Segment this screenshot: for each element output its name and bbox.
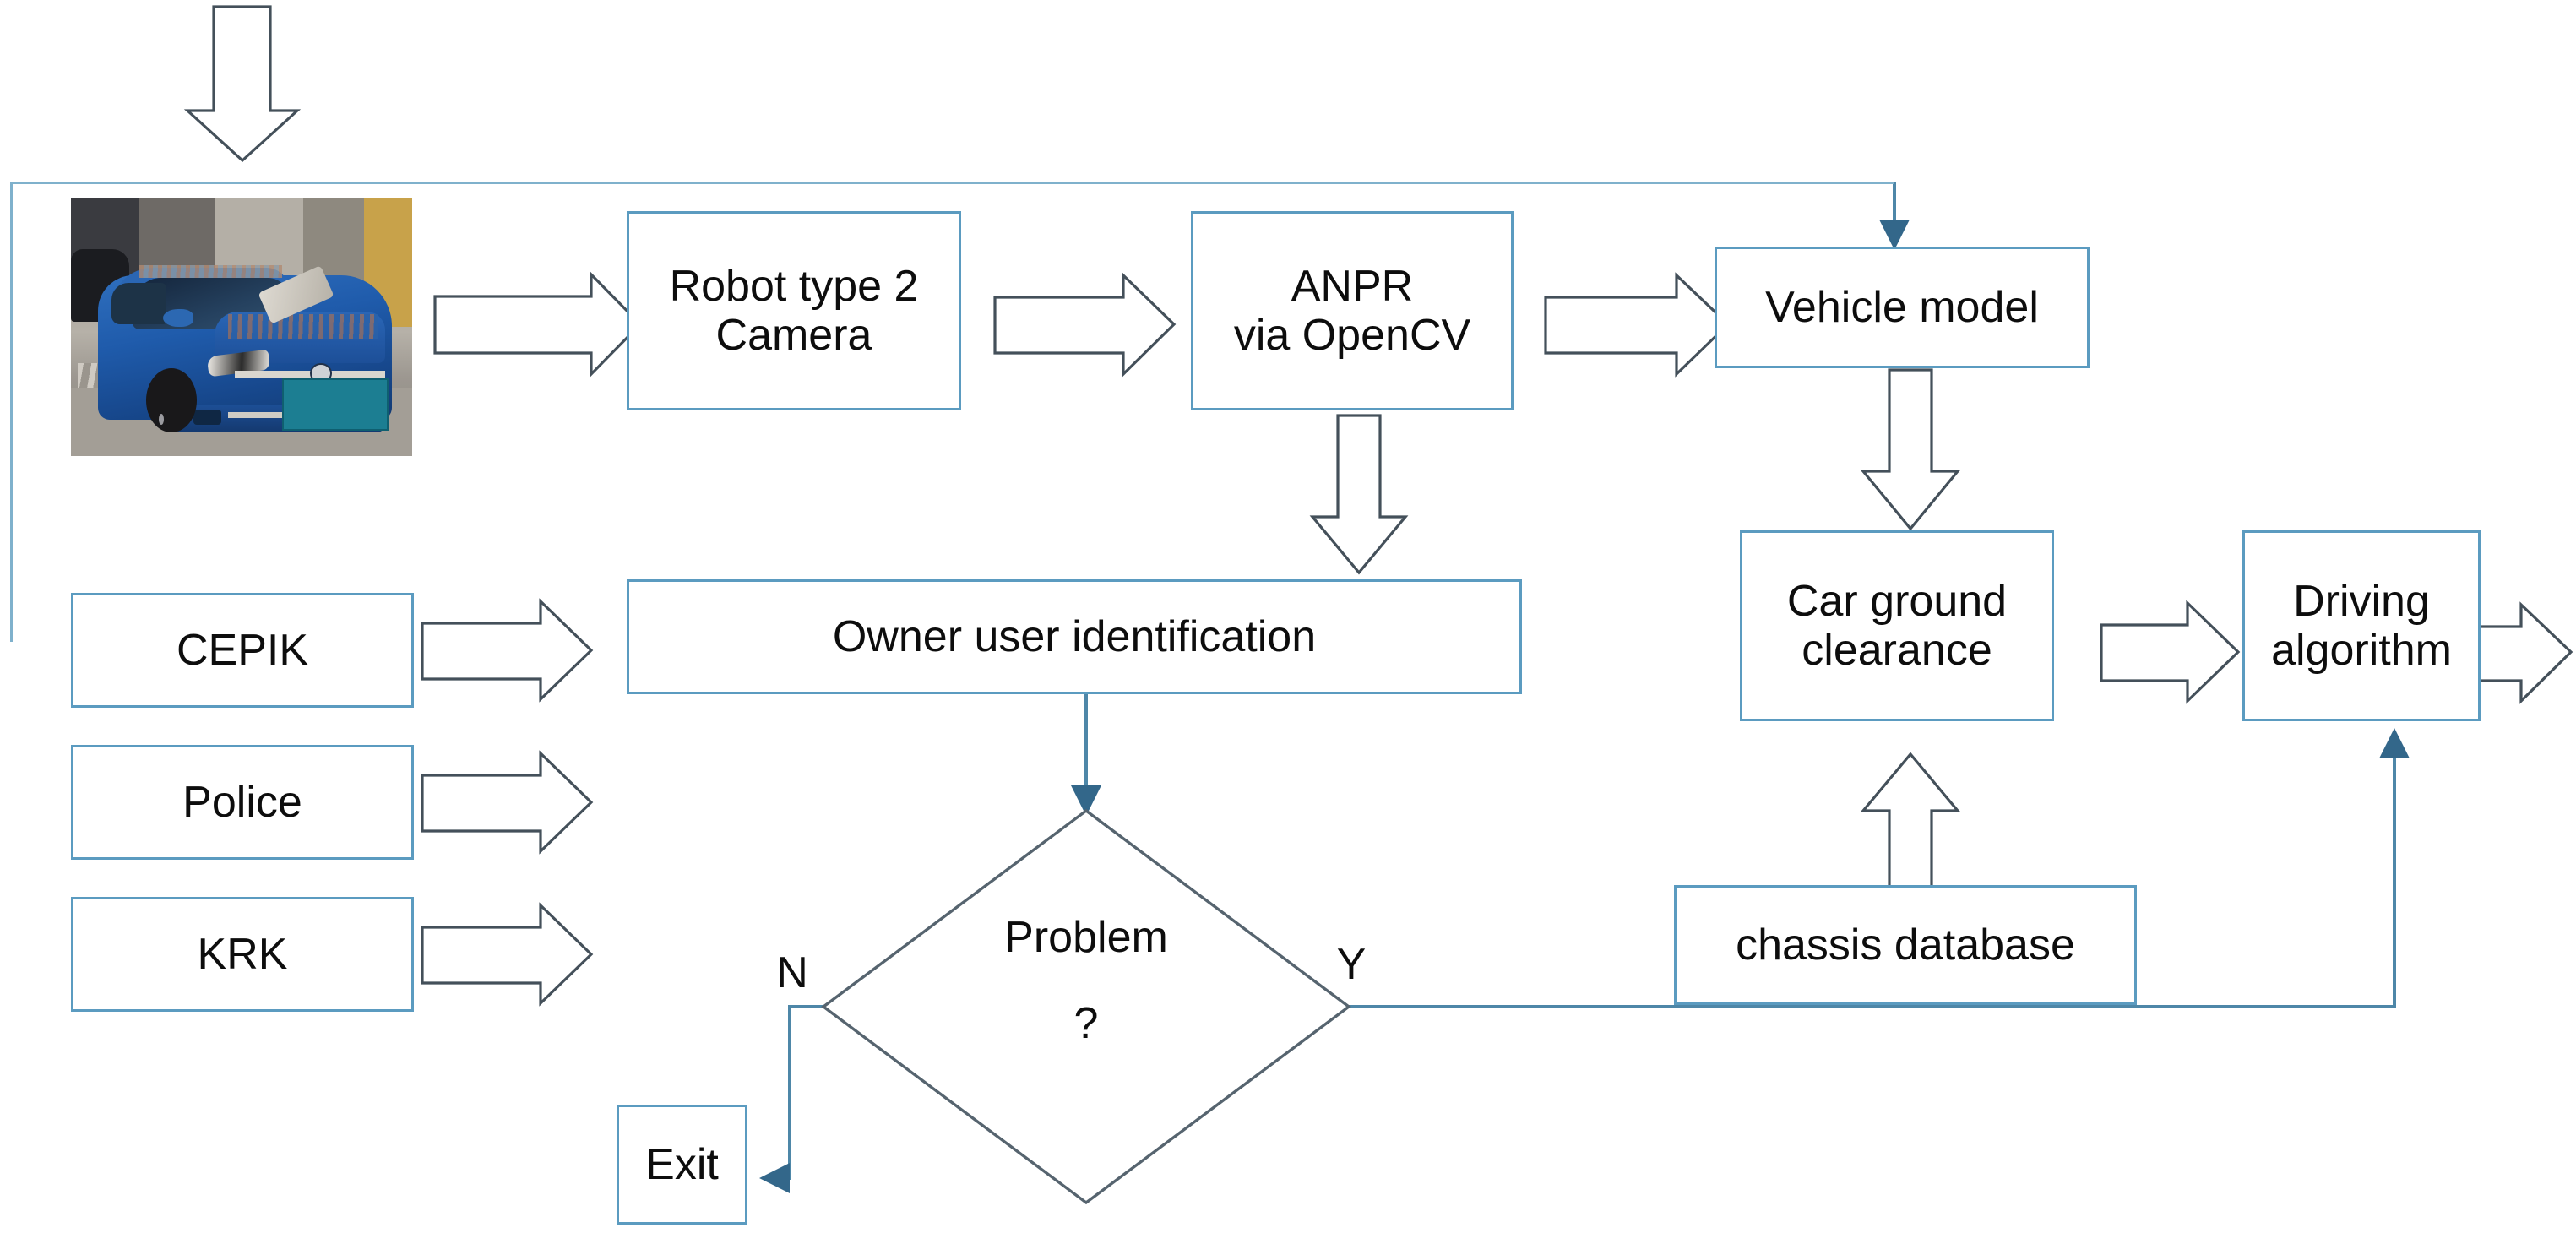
car-ground-clearance-line-1: Car ground xyxy=(1786,576,2008,626)
problem-question-mark: ? xyxy=(1073,999,1099,1048)
problem-decision-label-line-2: ? xyxy=(1074,998,1099,1049)
block-arrow-driving-to-output xyxy=(2478,601,2573,704)
car-hood-markings xyxy=(227,313,378,340)
problem-decision-label-line-1: Problem xyxy=(1004,912,1168,963)
block-arrow-input-to-photo xyxy=(183,5,302,163)
block-arrow-krk-to-owner xyxy=(421,902,594,1007)
node-chassis-database[interactable]: chassis database xyxy=(1674,885,2137,1005)
car-side-mirror xyxy=(163,308,194,327)
block-arrow-anpr-to-vehicle-model xyxy=(1544,272,1731,378)
node-robot-camera[interactable]: Robot type 2 Camera xyxy=(627,211,961,410)
car-fog-light xyxy=(193,409,221,426)
node-krk[interactable]: KRK xyxy=(71,897,414,1012)
car-front-rim xyxy=(158,413,164,425)
feedback-frame xyxy=(10,182,1894,642)
block-arrow-cepik-to-owner xyxy=(421,598,594,703)
block-arrow-robot-to-anpr xyxy=(993,272,1177,378)
node-driving-algorithm[interactable]: Driving algorithm xyxy=(2242,530,2481,721)
exit-line-1: Exit xyxy=(645,1139,719,1189)
anpr-line-2: via OpenCV xyxy=(1233,311,1471,360)
block-arrow-photo-to-robot xyxy=(433,271,643,378)
driving-algorithm-line-2: algorithm xyxy=(2271,626,2452,675)
owner-user-identification-line-1: Owner user identification xyxy=(832,611,1317,661)
line-problem-no-to-exit xyxy=(759,1005,823,1193)
robot-camera-line-2: Camera xyxy=(715,311,872,360)
car-front-wheel xyxy=(145,367,198,433)
chassis-database-line-1: chassis database xyxy=(1736,920,2075,970)
car-ground-clearance-line-2: clearance xyxy=(1802,626,1992,675)
car-side-window xyxy=(111,282,167,324)
node-car-ground-clearance[interactable]: Car ground clearance xyxy=(1740,530,2054,721)
block-arrow-anpr-to-owner xyxy=(1309,414,1409,575)
edge-label-yes: Y xyxy=(1337,939,1367,990)
problem-decision-shape xyxy=(821,808,1351,1205)
edge-label-yes-text: Y xyxy=(1336,940,1367,989)
block-arrow-clearance-to-driving xyxy=(2100,600,2241,704)
problem-text: Problem xyxy=(1004,913,1168,962)
block-arrow-police-to-owner xyxy=(421,750,594,855)
anpr-line-1: ANPR xyxy=(1291,261,1414,311)
edge-label-no-text: N xyxy=(776,948,808,997)
node-exit[interactable]: Exit xyxy=(617,1105,747,1225)
robot-camera-line-1: Robot type 2 xyxy=(669,261,919,311)
driving-algorithm-line-1: Driving xyxy=(2293,576,2430,626)
edge-label-no: N xyxy=(776,948,808,998)
node-cepik[interactable]: CEPIK xyxy=(71,593,414,708)
line-problem-yes-to-driving xyxy=(1349,728,2410,1008)
license-plate-redaction xyxy=(282,378,389,432)
krk-line-1: KRK xyxy=(197,929,288,979)
node-police[interactable]: Police xyxy=(71,745,414,860)
cepik-line-1: CEPIK xyxy=(176,625,309,675)
node-owner-user-identification[interactable]: Owner user identification xyxy=(627,579,1522,694)
block-arrow-chassis-to-clearance xyxy=(1860,752,1961,888)
vehicle-model-line-1: Vehicle model xyxy=(1765,282,2039,332)
car-photo xyxy=(71,198,412,456)
police-line-1: Police xyxy=(182,777,302,827)
node-anpr[interactable]: ANPR via OpenCV xyxy=(1191,211,1514,410)
car-roof-markings xyxy=(139,264,283,278)
block-arrow-vehicle-to-clearance xyxy=(1860,368,1961,531)
node-vehicle-model[interactable]: Vehicle model xyxy=(1715,247,2090,368)
car-grille-bar-upper xyxy=(234,371,385,378)
